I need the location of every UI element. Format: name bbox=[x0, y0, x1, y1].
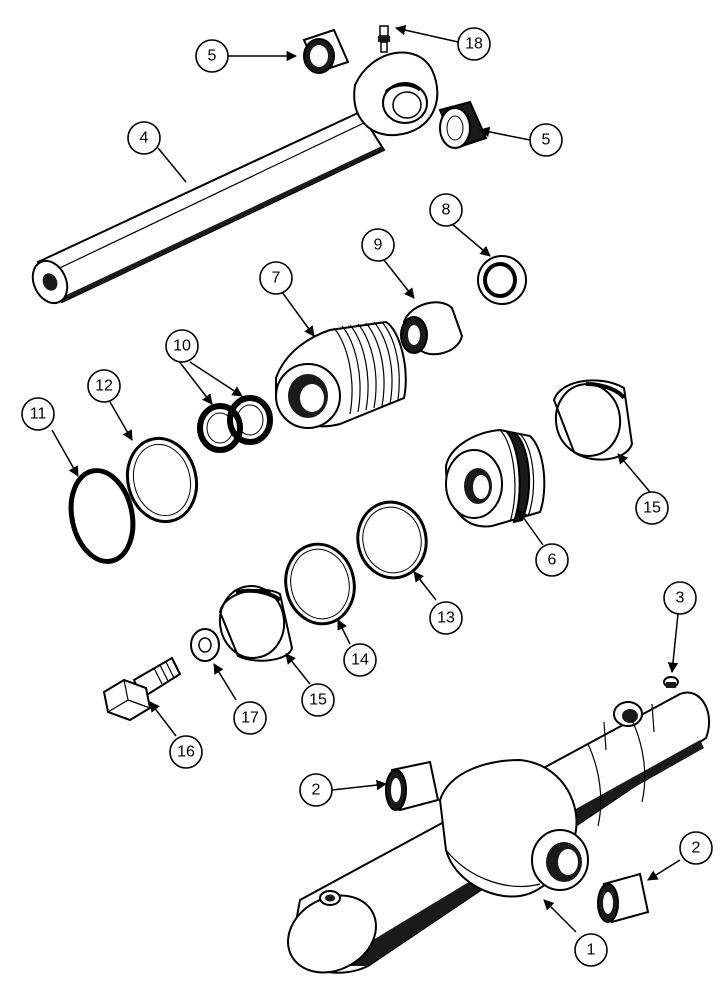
callout-1: 1 bbox=[574, 933, 608, 967]
callout-label: 11 bbox=[30, 406, 47, 423]
callout-label: 12 bbox=[95, 378, 113, 395]
callout-12: 12 bbox=[87, 369, 121, 403]
callout-10: 10 bbox=[165, 329, 199, 363]
washer bbox=[190, 628, 220, 662]
o-ring bbox=[68, 468, 136, 564]
piston-ring-14 bbox=[284, 542, 356, 626]
callout-2: 2 bbox=[679, 831, 713, 865]
callout-16: 16 bbox=[169, 735, 203, 769]
callout-15: 15 bbox=[635, 491, 669, 525]
callout-label: 6 bbox=[548, 552, 557, 569]
callout-label: 3 bbox=[676, 590, 685, 607]
backup-rings bbox=[197, 395, 273, 453]
bushing-upper-left bbox=[302, 28, 350, 74]
callout-4: 4 bbox=[127, 121, 161, 155]
callout-13: 13 bbox=[429, 601, 463, 635]
gland bbox=[275, 320, 407, 429]
callout-label: 9 bbox=[374, 237, 383, 254]
callout-label: 14 bbox=[351, 652, 369, 669]
plug bbox=[663, 676, 679, 688]
callout-14: 14 bbox=[343, 643, 377, 677]
callout-label: 17 bbox=[241, 710, 259, 727]
callout-6: 6 bbox=[535, 543, 569, 577]
callout-3: 3 bbox=[663, 581, 697, 615]
piston-ring-13 bbox=[356, 500, 428, 580]
wear-ring-upper bbox=[552, 379, 634, 461]
callout-label: 16 bbox=[177, 744, 195, 761]
backup-ring-large bbox=[125, 436, 199, 524]
callout-15: 15 bbox=[301, 683, 335, 717]
piston bbox=[444, 428, 546, 528]
callout-label: 2 bbox=[312, 782, 321, 799]
callout-label: 8 bbox=[442, 202, 451, 219]
callout-5: 5 bbox=[195, 39, 229, 73]
bushing-upper-right bbox=[438, 100, 488, 150]
callout-2: 2 bbox=[299, 773, 333, 807]
callout-5: 5 bbox=[529, 123, 563, 157]
callout-label: 18 bbox=[465, 36, 483, 53]
callout-18: 18 bbox=[457, 27, 491, 61]
callout-label: 15 bbox=[643, 500, 661, 517]
bolt bbox=[102, 656, 182, 722]
callout-label: 15 bbox=[309, 692, 327, 709]
bushing-lower-right bbox=[597, 872, 650, 924]
callout-label: 4 bbox=[140, 130, 149, 147]
callout-label: 5 bbox=[542, 132, 551, 149]
buffer-seal bbox=[400, 301, 464, 356]
callout-11: 11 bbox=[21, 397, 55, 431]
wear-ring-lower bbox=[218, 585, 294, 662]
callout-17: 17 bbox=[233, 701, 267, 735]
callout-8: 8 bbox=[429, 193, 463, 227]
leader-lines bbox=[51, 24, 681, 933]
callout-label: 7 bbox=[272, 270, 281, 287]
wiper-seal bbox=[477, 255, 527, 305]
callout-label: 2 bbox=[692, 840, 701, 857]
callout-label: 1 bbox=[587, 942, 596, 959]
callout-label: 10 bbox=[173, 338, 191, 355]
callout-9: 9 bbox=[361, 228, 395, 262]
piston-rod bbox=[31, 25, 439, 305]
callout-7: 7 bbox=[259, 261, 293, 295]
cylinder-barrel bbox=[287, 691, 711, 974]
bushing-lower-left bbox=[385, 760, 440, 812]
callout-label: 5 bbox=[208, 48, 217, 65]
callout-label: 13 bbox=[437, 610, 455, 627]
